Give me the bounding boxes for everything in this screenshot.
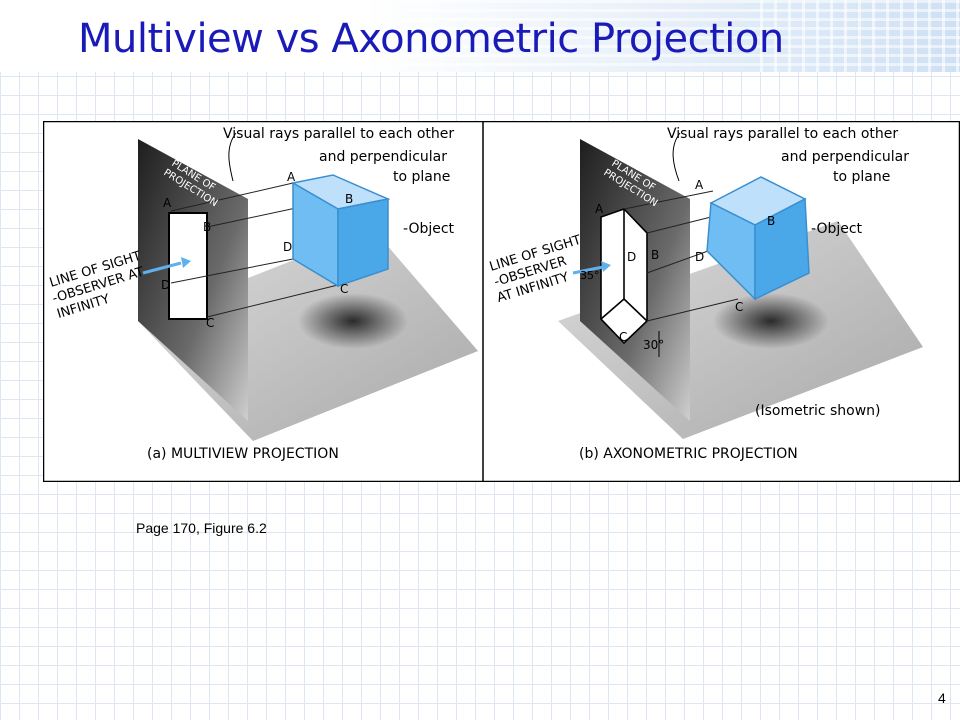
- panel-b-angle-35: 35°: [580, 269, 600, 282]
- panel-a-object-label: -Object: [403, 221, 455, 237]
- figure-caption: Page 170, Figure 6.2: [136, 520, 267, 536]
- panel-a-rays-note-line2: and perpendicular: [319, 149, 447, 165]
- panel-a-point-d-cube: D: [283, 240, 292, 254]
- panel-b: Visual rays parallel to each other and p…: [488, 126, 923, 462]
- panel-b-sight-arrowhead: [601, 261, 611, 272]
- panel-b-cube: [706, 176, 810, 301]
- panel-a-point-d-plane: D: [161, 278, 170, 292]
- panel-b-rays-note-line1: Visual rays parallel to each other: [667, 126, 898, 142]
- panel-a-point-a-cube: A: [287, 170, 296, 184]
- panel-b-rays-note-line2: and perpendicular: [781, 149, 909, 165]
- panel-a-rays-note-line1: Visual rays parallel to each other: [223, 126, 454, 142]
- panel-a-label: (a) MULTIVIEW PROJECTION: [147, 446, 339, 462]
- panel-a-line-of-sight: LINE OF SIGHT -OBSERVER AT INFINITY: [48, 249, 146, 322]
- panel-b-isometric-note: (Isometric shown): [755, 403, 881, 419]
- panel-b-rays-note-line3: to plane: [833, 169, 890, 185]
- panel-a-point-b-cube: B: [345, 192, 353, 206]
- panel-a-rays-note-line3: to plane: [393, 169, 450, 185]
- panel-a-rays-leader: [228, 132, 237, 182]
- title-band: [0, 0, 960, 72]
- panel-a-point-c-plane: C: [206, 316, 214, 330]
- panel-b-rays-leader: [672, 132, 681, 182]
- panel-a-point-a-plane: A: [163, 196, 172, 210]
- panel-b-label: (b) AXONOMETRIC PROJECTION: [579, 446, 798, 462]
- panel-a-sight-arrowhead: [181, 257, 191, 268]
- panel-b-point-c-cube: C: [735, 300, 743, 314]
- slide-title: Multiview vs Axonometric Projection: [78, 16, 784, 62]
- panel-b-angle-30: 30°: [643, 338, 664, 352]
- page-number: 4: [938, 690, 946, 706]
- panel-b-point-d-plane: D: [627, 250, 636, 264]
- panel-b-object-label: -Object: [811, 221, 863, 237]
- panel-b-point-b-plane: B: [651, 248, 659, 262]
- panel-b-point-b-cube: B: [767, 214, 775, 228]
- title-band-columns: [760, 0, 960, 72]
- panel-a: Visual rays parallel to each other and p…: [48, 126, 478, 462]
- panel-b-line-of-sight: LINE OF SIGHT -OBSERVER AT INFINITY: [488, 233, 583, 306]
- panel-a-point-c-cube: C: [340, 282, 348, 296]
- panel-b-shadow: [713, 293, 829, 349]
- panel-b-projected-hexagon: [600, 208, 648, 345]
- panel-a-point-b-plane: B: [203, 220, 211, 234]
- panel-a-shadow: [298, 293, 408, 349]
- panel-b-point-d-cube: D: [695, 250, 704, 264]
- panel-b-point-c-plane: C: [619, 330, 627, 344]
- panel-b-point-a-cube: A: [695, 178, 704, 192]
- panel-a-cube: [290, 174, 391, 288]
- panel-a-sight-arrow: [142, 261, 182, 275]
- panel-a-projected-square: [168, 212, 208, 320]
- panel-b-sight-arrow: [572, 265, 604, 275]
- panel-b-point-a-plane: A: [595, 202, 604, 216]
- projection-figure: Visual rays parallel to each other and p…: [43, 121, 960, 482]
